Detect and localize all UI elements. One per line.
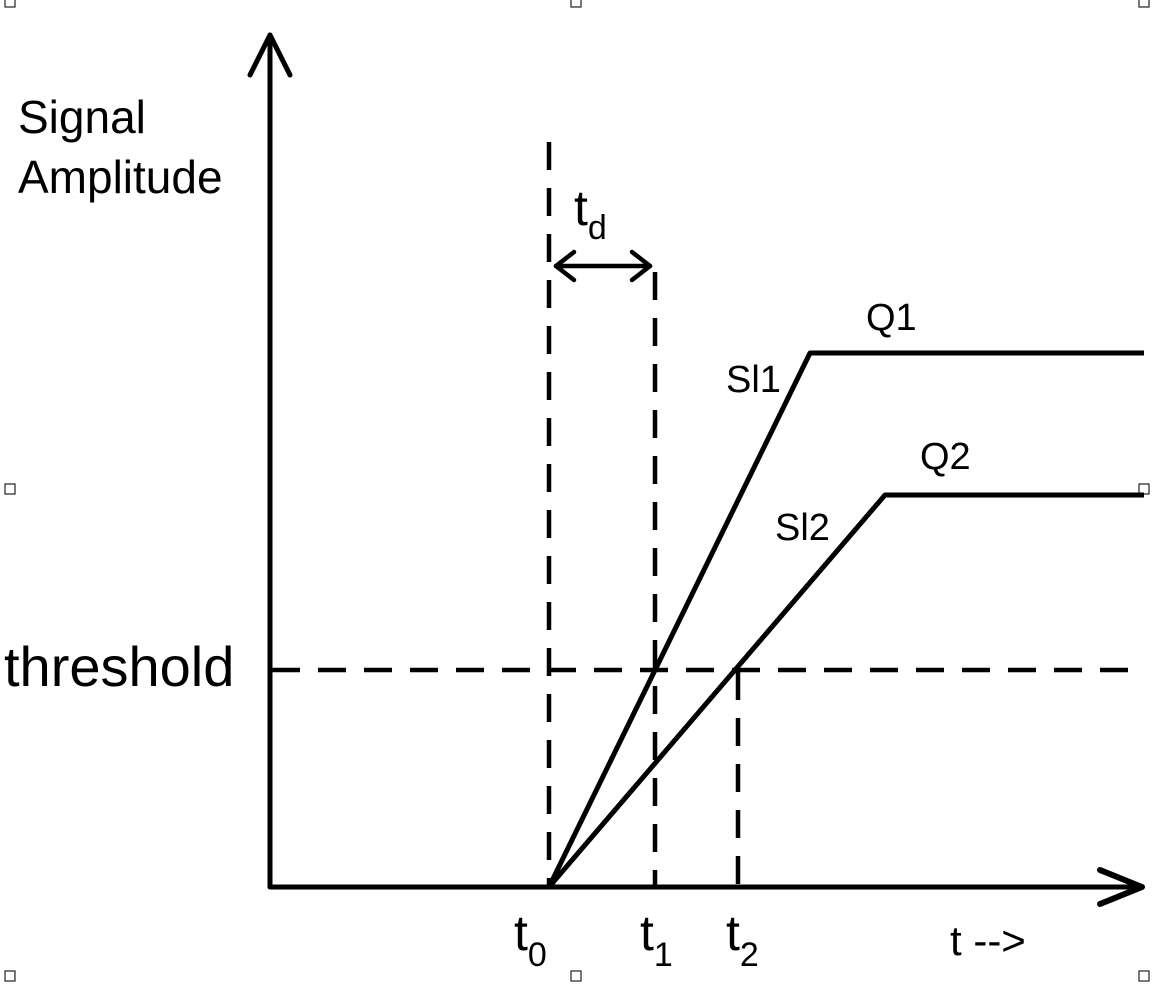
handle-bottom-right[interactable] — [1138, 970, 1150, 982]
t0-label: t0 — [514, 905, 547, 974]
delay-label: td — [574, 180, 607, 247]
x-axis-arrowhead — [1097, 867, 1145, 907]
y-axis-label-line1: Signal — [18, 91, 146, 143]
signal-curves — [546, 350, 1144, 889]
signal-2-curve — [547, 492, 1144, 889]
handle-top-middle[interactable] — [570, 0, 582, 8]
handle-bottom-left[interactable] — [4, 970, 16, 982]
y-axis-label-line2: Amplitude — [18, 151, 223, 203]
delay-arrow — [553, 249, 653, 283]
handle-top-right[interactable] — [1138, 0, 1150, 8]
threshold-label: threshold — [4, 635, 234, 698]
t2-label: t2 — [726, 905, 759, 974]
handle-middle-left[interactable] — [4, 483, 16, 495]
signal-2-slope-label: Sl2 — [775, 507, 830, 549]
handle-bottom-middle[interactable] — [570, 970, 582, 982]
t1-label: t1 — [640, 905, 673, 974]
signal-1-curve — [546, 350, 1144, 889]
signal-2-level-label: Q2 — [920, 436, 971, 478]
guide-lines — [272, 142, 1144, 885]
selection-handles[interactable] — [4, 0, 1150, 982]
signal-1-level-label: Q1 — [866, 297, 917, 339]
y-axis-arrowhead — [247, 32, 293, 78]
handle-top-left[interactable] — [4, 0, 16, 8]
axes — [247, 32, 1145, 907]
signal-1-slope-label: Sl1 — [726, 359, 781, 401]
x-axis-label: t --> — [950, 917, 1026, 964]
